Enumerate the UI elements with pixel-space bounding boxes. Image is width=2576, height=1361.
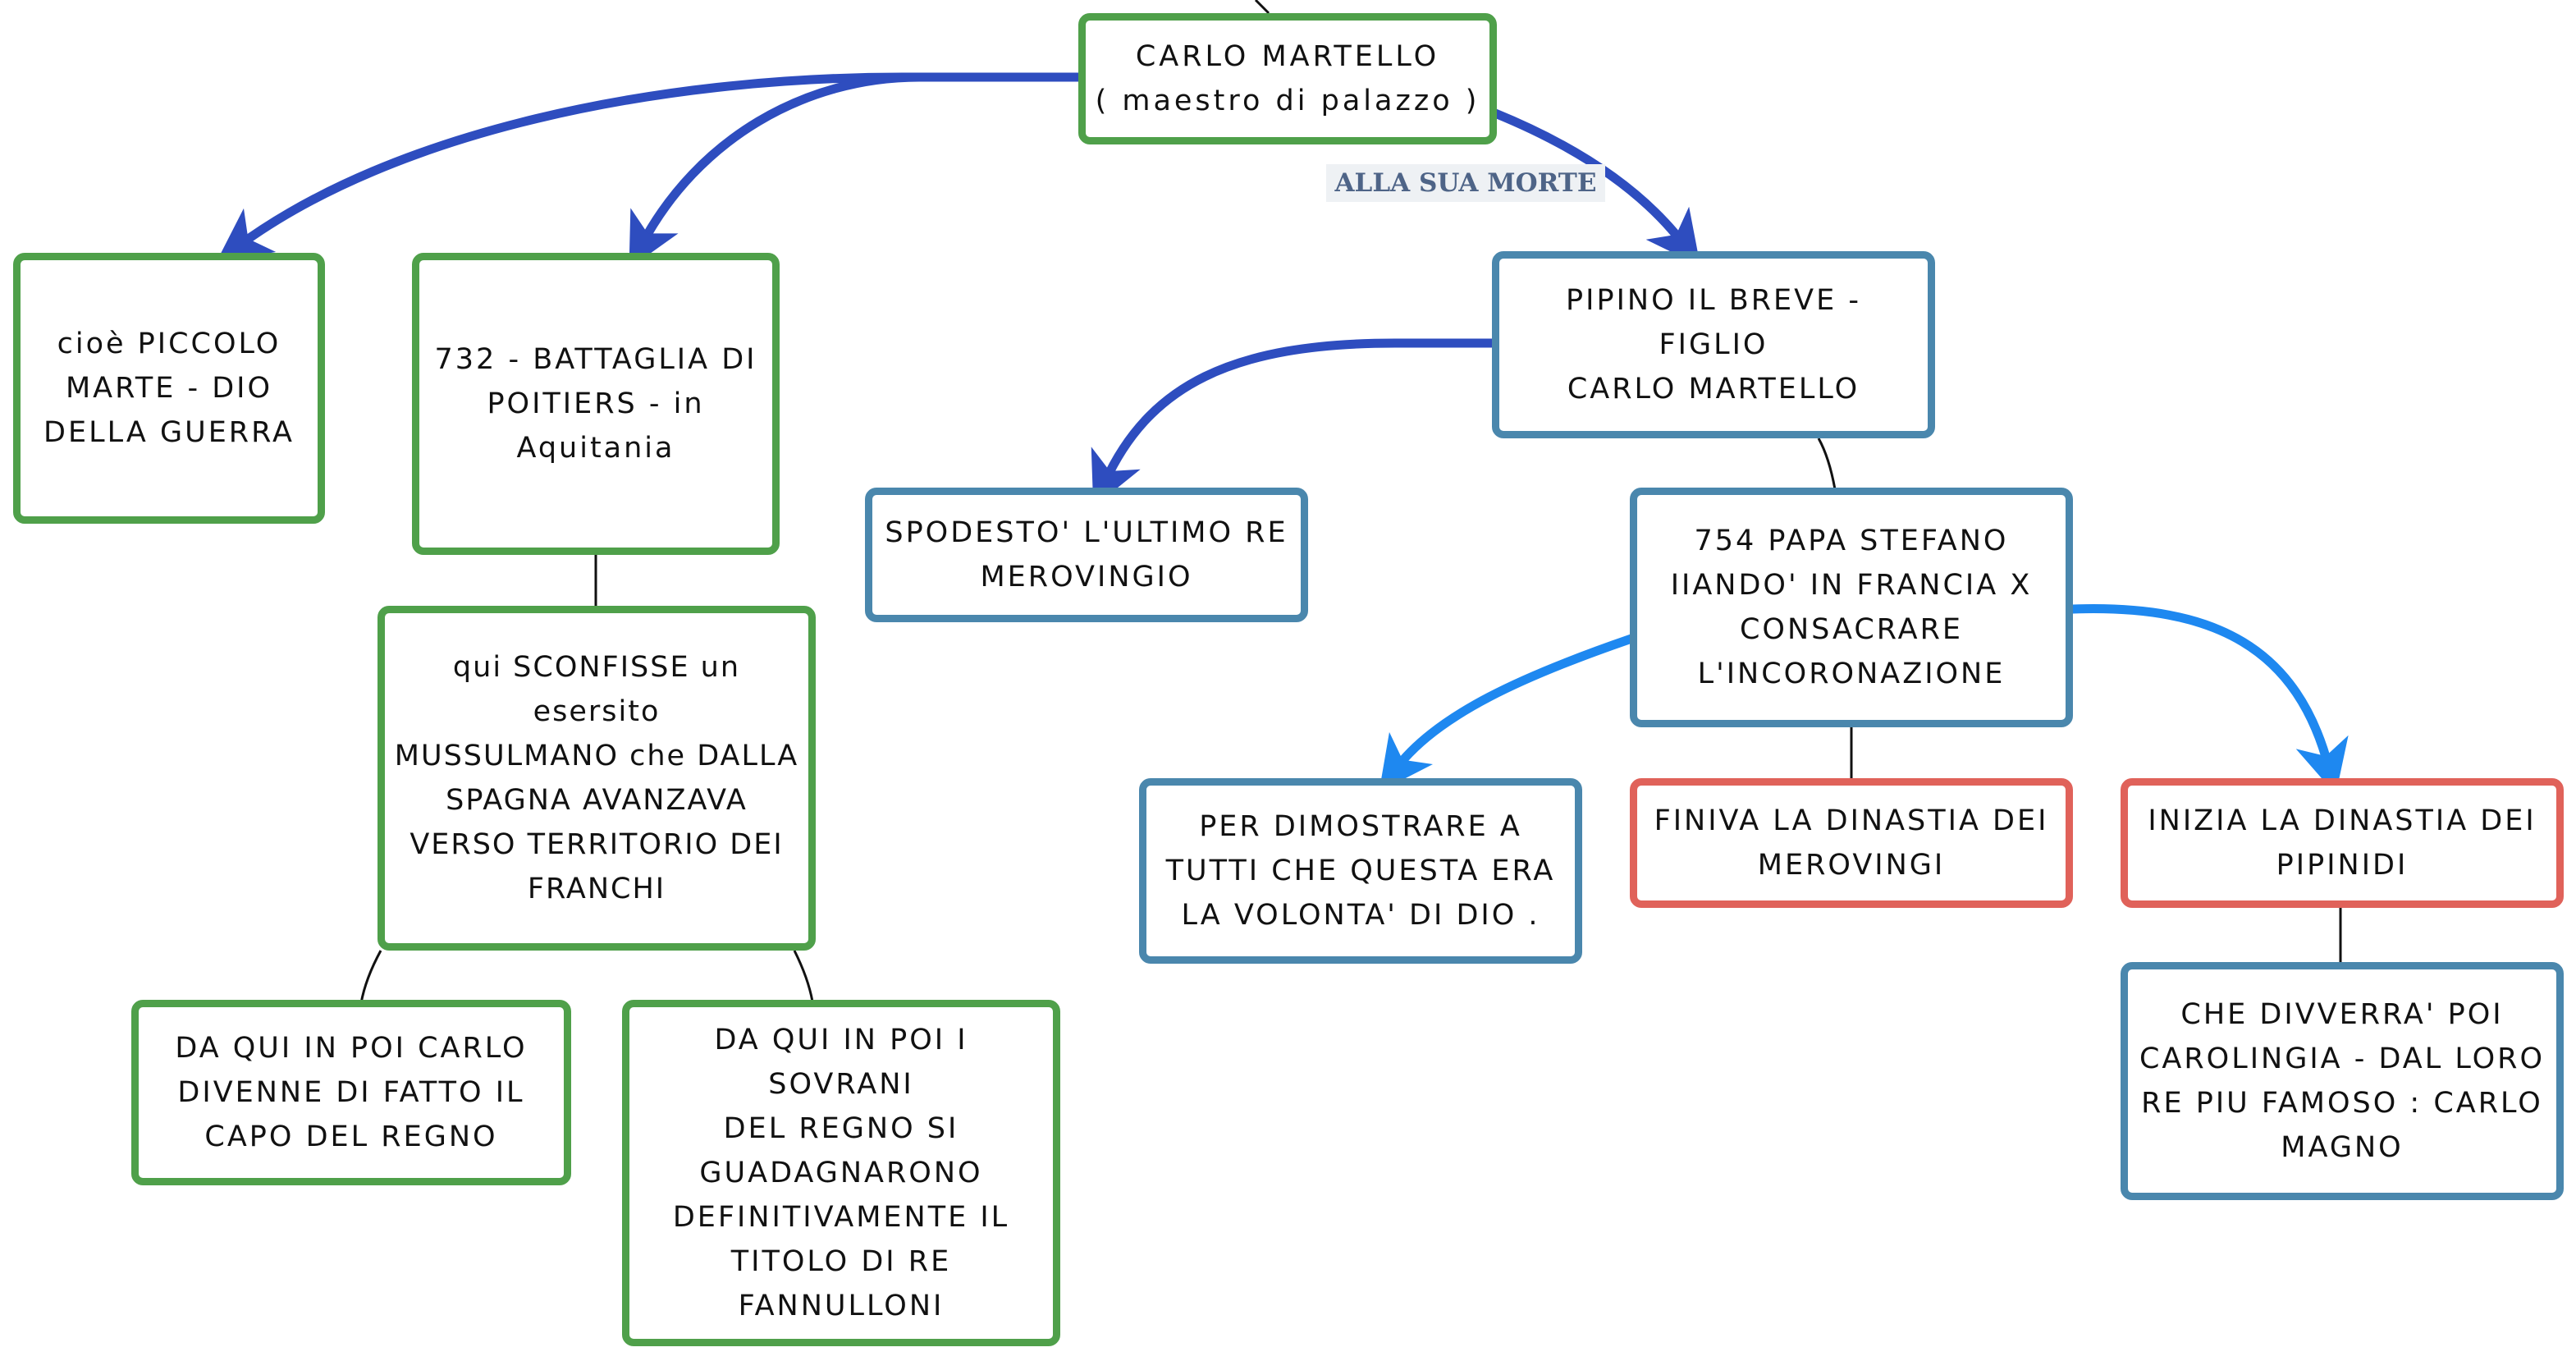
node-spodesto[interactable]: SPODESTO' L'ULTIMO RE MEROVINGIO [865, 488, 1308, 622]
node-papa-stefano-text: 754 PAPA STEFANO IIANDO' IN FRANCIA X CO… [1670, 525, 2033, 690]
node-sconfisse[interactable]: qui SCONFISSE un esersito MUSSULMANO che… [377, 606, 816, 951]
node-dimostrare[interactable]: PER DIMOSTRARE A TUTTI CHE QUESTA ERA LA… [1139, 778, 1582, 964]
connector-label: ALLA SUA MORTE [1326, 164, 1605, 202]
node-finiva-dinastia[interactable]: FINIVA LA DINASTIA DEI MEROVINGI [1630, 778, 2073, 908]
node-capo-del-regno-text: DA QUI IN POI CARLO DIVENNE DI FATTO IL … [175, 1032, 528, 1153]
node-spodesto-text: SPODESTO' L'ULTIMO RE MEROVINGIO [885, 516, 1288, 593]
node-battaglia-poitiers[interactable]: 732 - BATTAGLIA DI POITIERS - in Aquitan… [412, 253, 780, 555]
node-carlo-martello[interactable]: CARLO MARTELLO ( maestro di palazzo ) [1078, 13, 1497, 144]
node-carolingia[interactable]: CHE DIVVERRA' POI CAROLINGIA - DAL LORO … [2121, 962, 2564, 1200]
node-inizia-dinastia-text: INIZIA LA DINASTIA DEI PIPINIDI [2148, 804, 2537, 882]
link-sconfisse-capo [359, 950, 382, 1004]
arrow-papa-dimostrare [1379, 634, 1636, 792]
node-inizia-dinastia[interactable]: INIZIA LA DINASTIA DEI PIPINIDI [2121, 778, 2564, 908]
arrow-pipino-spodesto [1091, 338, 1497, 507]
link-pipino-papa [1817, 438, 1837, 490]
node-pipino-il-breve[interactable]: PIPINO IL BREVE - FIGLIO CARLO MARTELLO [1492, 251, 1935, 438]
node-carlo-martello-text: CARLO MARTELLO ( maestro di palazzo ) [1095, 40, 1480, 117]
node-pipino-il-breve-text: PIPINO IL BREVE - FIGLIO CARLO MARTELLO [1566, 284, 1861, 406]
node-capo-del-regno[interactable]: DA QUI IN POI CARLO DIVENNE DI FATTO IL … [131, 1000, 571, 1185]
node-finiva-dinastia-text: FINIVA LA DINASTIA DEI MEROVINGI [1654, 804, 2049, 882]
node-sconfisse-text: qui SCONFISSE un esersito MUSSULMANO che… [394, 651, 799, 905]
node-papa-stefano[interactable]: 754 PAPA STEFANO IIANDO' IN FRANCIA X CO… [1630, 488, 2073, 727]
node-piccolo-marte[interactable]: cioè PICCOLO MARTE - DIO DELLA GUERRA [13, 253, 325, 524]
node-piccolo-marte-text: cioè PICCOLO MARTE - DIO DELLA GUERRA [43, 328, 295, 449]
node-dimostrare-text: PER DIMOSTRARE A TUTTI CHE QUESTA ERA LA… [1165, 810, 1556, 932]
node-sovrani-fannulloni[interactable]: DA QUI IN POI I SOVRANI DEL REGNO SI GUA… [622, 1000, 1060, 1346]
node-carolingia-text: CHE DIVVERRA' POI CAROLINGIA - DAL LORO … [2139, 998, 2546, 1164]
arrow-carlo-piccolo [216, 72, 1087, 263]
node-battaglia-poitiers-text: 732 - BATTAGLIA DI POITIERS - in Aquitan… [434, 343, 757, 465]
link-sconfisse-sovrani [793, 950, 814, 1002]
node-sovrani-fannulloni-text: DA QUI IN POI I SOVRANI DEL REGNO SI GUA… [672, 1024, 1010, 1322]
arrow-papa-inizia [2068, 604, 2349, 795]
arrow-carlo-battaglia [629, 72, 1087, 269]
link-top-stub [1254, 0, 1270, 15]
